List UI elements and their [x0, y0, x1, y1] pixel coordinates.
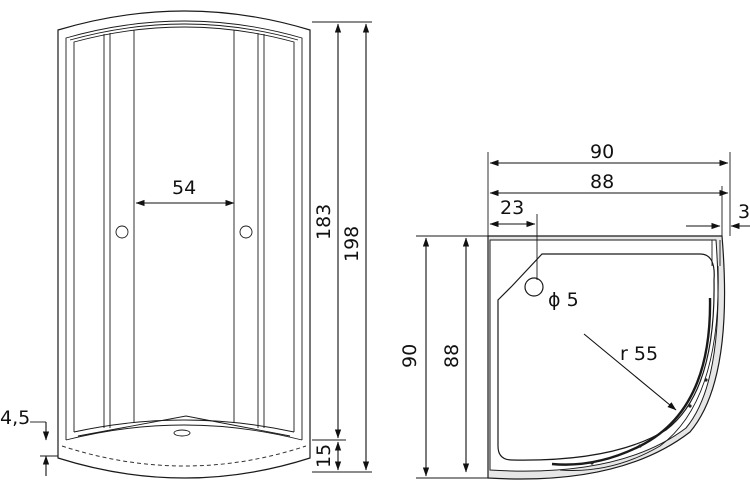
plan-view: ϕ 5 r 55 90 88 23 3 90 88 — [399, 141, 750, 480]
left-door-handle — [115, 225, 129, 239]
tray-step-label: 4,5 — [0, 407, 30, 429]
curved-glass-door — [551, 297, 712, 466]
tray-drain — [173, 429, 191, 437]
drain-hole — [524, 277, 544, 297]
right-door-handle — [239, 225, 253, 239]
shower-tray-front — [57, 440, 311, 479]
radius-label: r 55 — [620, 343, 658, 365]
tray-height-label: 15 — [313, 444, 335, 468]
outer-width-label: 90 — [590, 141, 614, 163]
wall-gap-label: 3 — [738, 201, 750, 223]
shower-tray-top — [73, 419, 295, 433]
drain-diameter-label: ϕ 5 — [548, 289, 579, 311]
inner-width-label: 88 — [590, 171, 614, 193]
inner-depth-label: 88 — [441, 344, 463, 368]
total-height-label: 198 — [341, 226, 363, 262]
front-view: 54 183 198 15 4,5 — [0, 10, 372, 479]
drain-offset-label: 23 — [500, 197, 524, 219]
door-spacing-label: 54 — [172, 177, 196, 199]
door-height-label: 183 — [313, 204, 335, 240]
outer-depth-label: 90 — [399, 344, 421, 368]
cabin-inner-frame — [65, 20, 303, 440]
cabin-outer-frame — [57, 10, 311, 440]
